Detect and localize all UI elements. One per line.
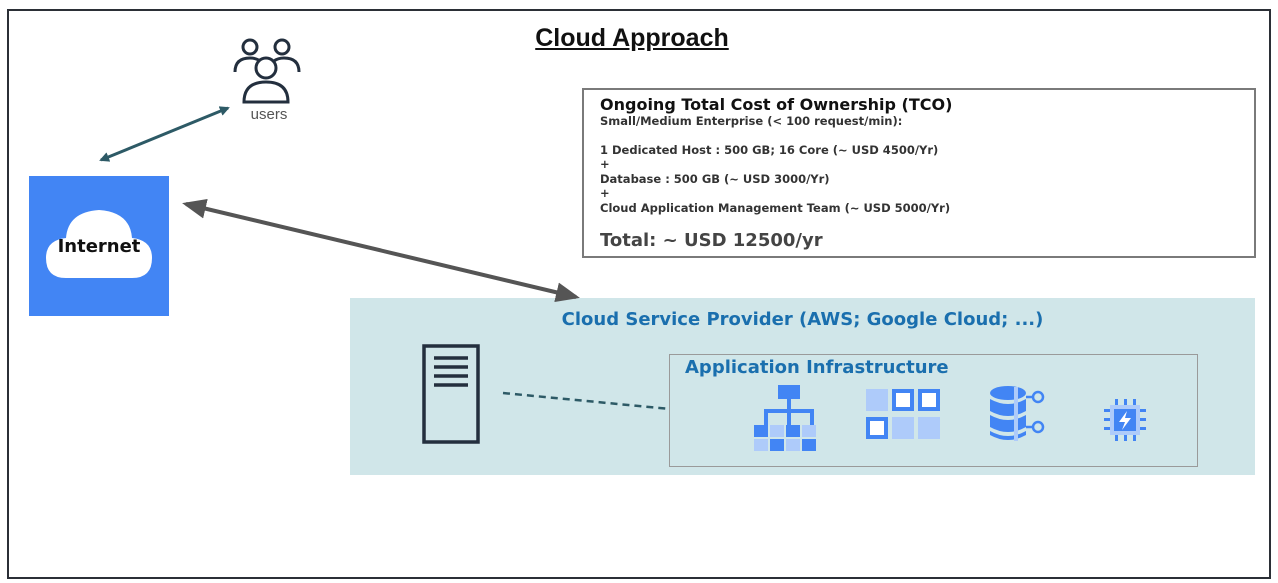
page-title: Cloud Approach [535,24,729,52]
compute-grid-icon [866,389,940,439]
cloud-icon [46,210,152,278]
tco-line: Database : 500 GB (~ USD 3000/Yr) [600,172,830,186]
tco-line: + [600,186,610,200]
cloud-provider-title: Cloud Service Provider (AWS; Google Clou… [561,309,1044,330]
database-icon [990,386,1045,441]
tco-line: 1 Dedicated Host : 500 GB; 16 Core (~ US… [600,143,939,157]
internet-label: Internet [57,236,141,257]
tco-line: Cloud Application Management Team (~ USD… [600,201,951,215]
tco-line: + [600,157,610,171]
users-icon [233,38,301,104]
users-internet-connector [99,106,230,162]
network-hierarchy-icon [754,385,816,451]
internet-node: Internet [29,176,169,316]
users-label: users [250,106,288,123]
chip-icon [1104,399,1146,441]
application-infrastructure-box: Application Infrastructure [669,354,1198,467]
server-infrastructure-link [502,391,671,411]
tco-total: Total: ~ USD 12500/yr [600,230,823,251]
cloud-provider-region: Cloud Service Provider (AWS; Google Clou… [350,298,1255,475]
tco-line: Small/Medium Enterprise (< 100 request/m… [600,114,903,128]
tco-title: Ongoing Total Cost of Ownership (TCO) [600,95,953,114]
server-icon [422,344,480,444]
tco-box: Ongoing Total Cost of Ownership (TCO) Sm… [582,88,1256,258]
application-infrastructure-title: Application Infrastructure [685,357,949,378]
internet-cloud-connector [182,198,580,303]
